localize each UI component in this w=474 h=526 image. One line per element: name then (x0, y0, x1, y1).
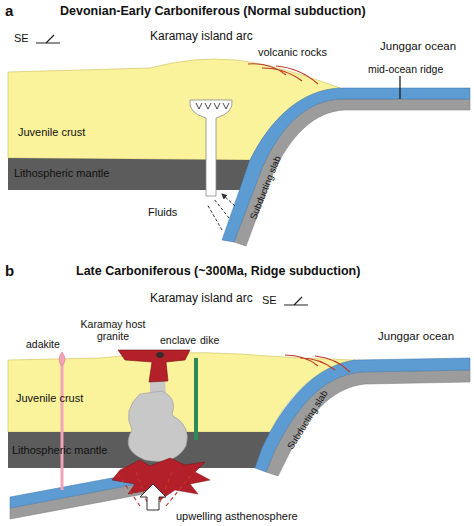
panel-heading: Devonian-Early Carboniferous (Normal sub… (60, 4, 366, 18)
orientation-symbol (284, 297, 308, 305)
ocean-label: Junggar ocean (380, 40, 456, 53)
layer-label: Lithospheric mantle (12, 444, 107, 457)
direction-label: SE (262, 294, 277, 307)
subducting-slab (222, 88, 470, 242)
enclave-body (156, 352, 164, 358)
adakite-body (59, 352, 65, 366)
slab-lower-layer (266, 370, 470, 476)
thrust-fault (285, 355, 350, 372)
panel-letter: b (5, 262, 14, 279)
panel-letter: a (5, 2, 13, 19)
ridge-line (399, 76, 400, 99)
subducting-slab (255, 358, 470, 472)
feature-label: dike (200, 334, 219, 346)
magma-conduit (190, 100, 232, 196)
ocean-label: Junggar ocean (378, 330, 454, 343)
arc-label: Karamay island arc (150, 292, 253, 306)
feature-label: Fluids (148, 206, 177, 219)
upwelling-arrow (140, 484, 166, 510)
layer-label: Lithospheric mantle (14, 167, 109, 180)
orientation-symbol (36, 35, 60, 43)
feature-label: adakite (26, 338, 60, 350)
layer-label: Juvenile crust (16, 392, 83, 405)
feature-label: volcanic rocks (258, 46, 327, 59)
feature-label: Karamay host granite (78, 318, 148, 342)
arc-label: Karamay island arc (150, 30, 253, 44)
process-label: upwelling asthenosphere (176, 510, 298, 523)
volcanic-symbol (196, 103, 229, 109)
layer-label: Juvenile crust (18, 126, 85, 139)
magma-chamber (128, 391, 187, 461)
adakite-conduit (61, 362, 64, 490)
direction-label: SE (14, 32, 29, 45)
host-granite (118, 350, 190, 382)
feature-label: mid-ocean ridge (368, 63, 443, 75)
fluid-arrow (207, 194, 235, 230)
panel-heading: Late Carboniferous (~300Ma, Ridge subduc… (76, 264, 360, 278)
thrust-fault (248, 64, 318, 84)
slab-lower-layer (234, 99, 470, 246)
dike-body (194, 358, 198, 440)
feature-label: enclave (160, 334, 196, 346)
